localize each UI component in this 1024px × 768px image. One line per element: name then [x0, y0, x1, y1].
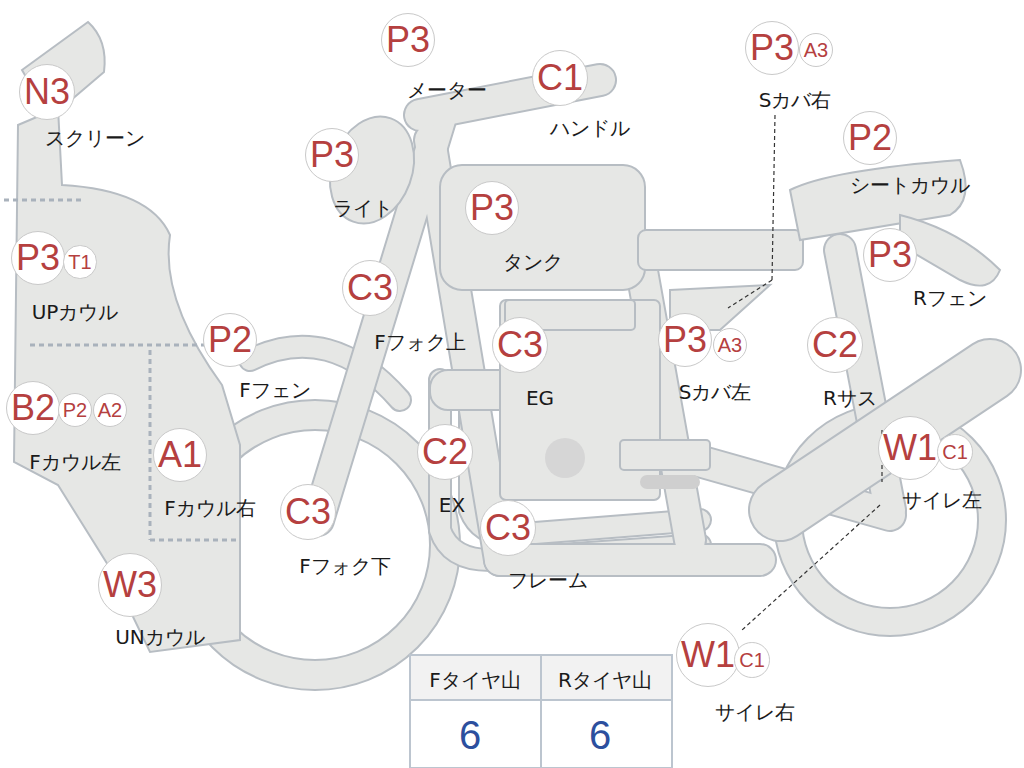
table-cell: 6: [589, 713, 611, 757]
code-circle: W1: [878, 416, 942, 480]
damage-code: T1: [68, 252, 91, 272]
damage-code: W1: [883, 430, 937, 466]
code-circle: P3: [11, 231, 65, 285]
part-name: Fカウル左: [29, 451, 121, 473]
damage-code: P2: [848, 120, 892, 156]
part-name: Fフェン: [239, 379, 311, 401]
table-cell: Rタイヤ山: [558, 669, 652, 691]
damage-code: A3: [718, 335, 742, 355]
damage-code: C1: [942, 442, 968, 462]
table-cell: Fタイヤ山: [429, 669, 521, 691]
damage-code: A2: [98, 400, 122, 420]
damage-code: A1: [158, 437, 202, 473]
part-name: UNカウル: [115, 626, 205, 648]
code-circle: C1: [734, 642, 770, 678]
code-circle: C2: [417, 424, 473, 480]
part-name: Fフォク上: [374, 331, 466, 353]
code-circle: T1: [63, 245, 96, 278]
damage-code: C1: [537, 60, 583, 96]
damage-code: P3: [310, 137, 354, 173]
damage-code: P3: [663, 322, 707, 358]
part-name: サイレ右: [715, 701, 795, 723]
code-circle: P2: [203, 313, 257, 367]
damage-code: P2: [208, 322, 252, 358]
damage-code: C3: [285, 494, 331, 530]
part-name: シートカウル: [850, 174, 970, 196]
code-circle: N3: [19, 64, 75, 120]
damage-code: C3: [497, 327, 543, 363]
code-circle: P2: [843, 111, 897, 165]
part-name: Rフェン: [913, 287, 987, 309]
part-name: EG: [526, 387, 554, 409]
code-circle: A3: [713, 328, 747, 362]
code-circle: P3: [745, 21, 799, 75]
damage-code: C3: [347, 270, 393, 306]
damage-code: P2: [63, 400, 87, 420]
part-name: Fカウル右: [164, 497, 256, 519]
code-circle: C1: [937, 434, 973, 470]
code-circle: W3: [98, 553, 162, 617]
part-name: タンク: [503, 251, 563, 273]
code-circle: C2: [807, 317, 863, 373]
damage-code: W1: [681, 637, 735, 673]
damage-code: P3: [750, 30, 794, 66]
damage-code: C3: [485, 510, 531, 546]
part-name: メーター: [407, 79, 487, 101]
damage-code: P3: [16, 240, 60, 276]
code-circle: C3: [342, 260, 398, 316]
part-name: Sカバ左: [679, 381, 752, 403]
damage-code: W3: [103, 567, 157, 603]
part-name: サイレ左: [902, 489, 982, 511]
damage-code: C2: [422, 434, 468, 470]
damage-code: P3: [386, 22, 430, 58]
code-circle: W1: [676, 623, 740, 687]
code-circle: P3: [305, 128, 359, 182]
code-circle: P3: [863, 228, 917, 282]
damage-code: N3: [24, 74, 70, 110]
part-name: スクリーン: [45, 127, 145, 149]
code-circle: C3: [280, 484, 336, 540]
damage-code: C2: [812, 327, 858, 363]
code-circle: C3: [492, 317, 548, 373]
code-circle: P3: [658, 313, 712, 367]
damage-code: P3: [868, 237, 912, 273]
damage-code: A3: [804, 40, 828, 60]
damage-code: C1: [739, 650, 765, 670]
part-name: ハンドル: [550, 117, 630, 139]
part-name: EX: [439, 494, 465, 516]
part-name: UPカウル: [32, 301, 119, 323]
code-circle: P3: [381, 13, 435, 67]
part-name: フレーム: [508, 569, 588, 591]
part-name: Sカバ右: [759, 89, 832, 111]
table-cell: 6: [459, 713, 481, 757]
code-circle: C3: [480, 500, 536, 556]
code-circle: A1: [153, 428, 207, 482]
damage-code: B2: [11, 390, 55, 426]
damage-code: P3: [470, 190, 514, 226]
code-circle: A3: [799, 33, 833, 67]
code-circle: C1: [532, 50, 588, 106]
code-circle: B2: [6, 381, 60, 435]
part-name: ライト: [333, 197, 393, 219]
part-name: Fフォク下: [299, 555, 391, 577]
code-circle: P3: [465, 181, 519, 235]
part-name: Rサス: [823, 387, 877, 409]
